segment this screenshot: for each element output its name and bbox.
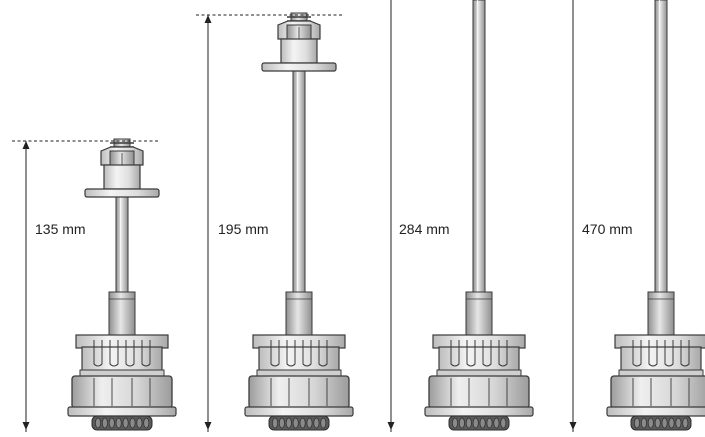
head-flange xyxy=(262,63,336,71)
dimension-line xyxy=(205,15,212,432)
extension-rod xyxy=(473,0,485,292)
dimension-line xyxy=(388,0,395,432)
hex-nut xyxy=(611,376,705,408)
dimension-line xyxy=(570,0,577,432)
extension-rod xyxy=(655,0,667,292)
seal-ring xyxy=(437,370,521,376)
washer xyxy=(245,407,353,416)
hex-nut xyxy=(249,376,349,408)
head-body xyxy=(104,165,140,189)
extension-rod xyxy=(293,71,305,292)
washer xyxy=(607,407,705,416)
washer xyxy=(68,407,176,416)
cap-flange xyxy=(433,335,525,348)
washer xyxy=(425,407,533,416)
extension-variant-135 xyxy=(12,139,176,432)
extension-variant-470 xyxy=(570,0,705,432)
cap-flange xyxy=(253,335,345,348)
seal-ring xyxy=(619,370,703,376)
seal-ring xyxy=(257,370,341,376)
head-flange xyxy=(85,189,159,197)
knurled-foot xyxy=(269,416,329,430)
cap-flange xyxy=(615,335,705,348)
length-label-284: 284 mm xyxy=(398,221,451,237)
hex-nut xyxy=(429,376,529,408)
length-label-470: 470 mm xyxy=(581,221,634,237)
knurled-foot xyxy=(631,416,691,430)
cap-flange xyxy=(76,335,168,348)
seal-ring xyxy=(80,370,164,376)
extension-rod xyxy=(116,197,128,292)
extension-variant-284 xyxy=(388,0,534,432)
hex-nut xyxy=(72,376,172,408)
length-label-195: 195 mm xyxy=(217,221,270,237)
head-body xyxy=(281,39,317,63)
knurled-foot xyxy=(92,416,152,430)
knurled-foot xyxy=(449,416,509,430)
dimension-line xyxy=(23,141,30,432)
length-label-135: 135 mm xyxy=(34,221,87,237)
